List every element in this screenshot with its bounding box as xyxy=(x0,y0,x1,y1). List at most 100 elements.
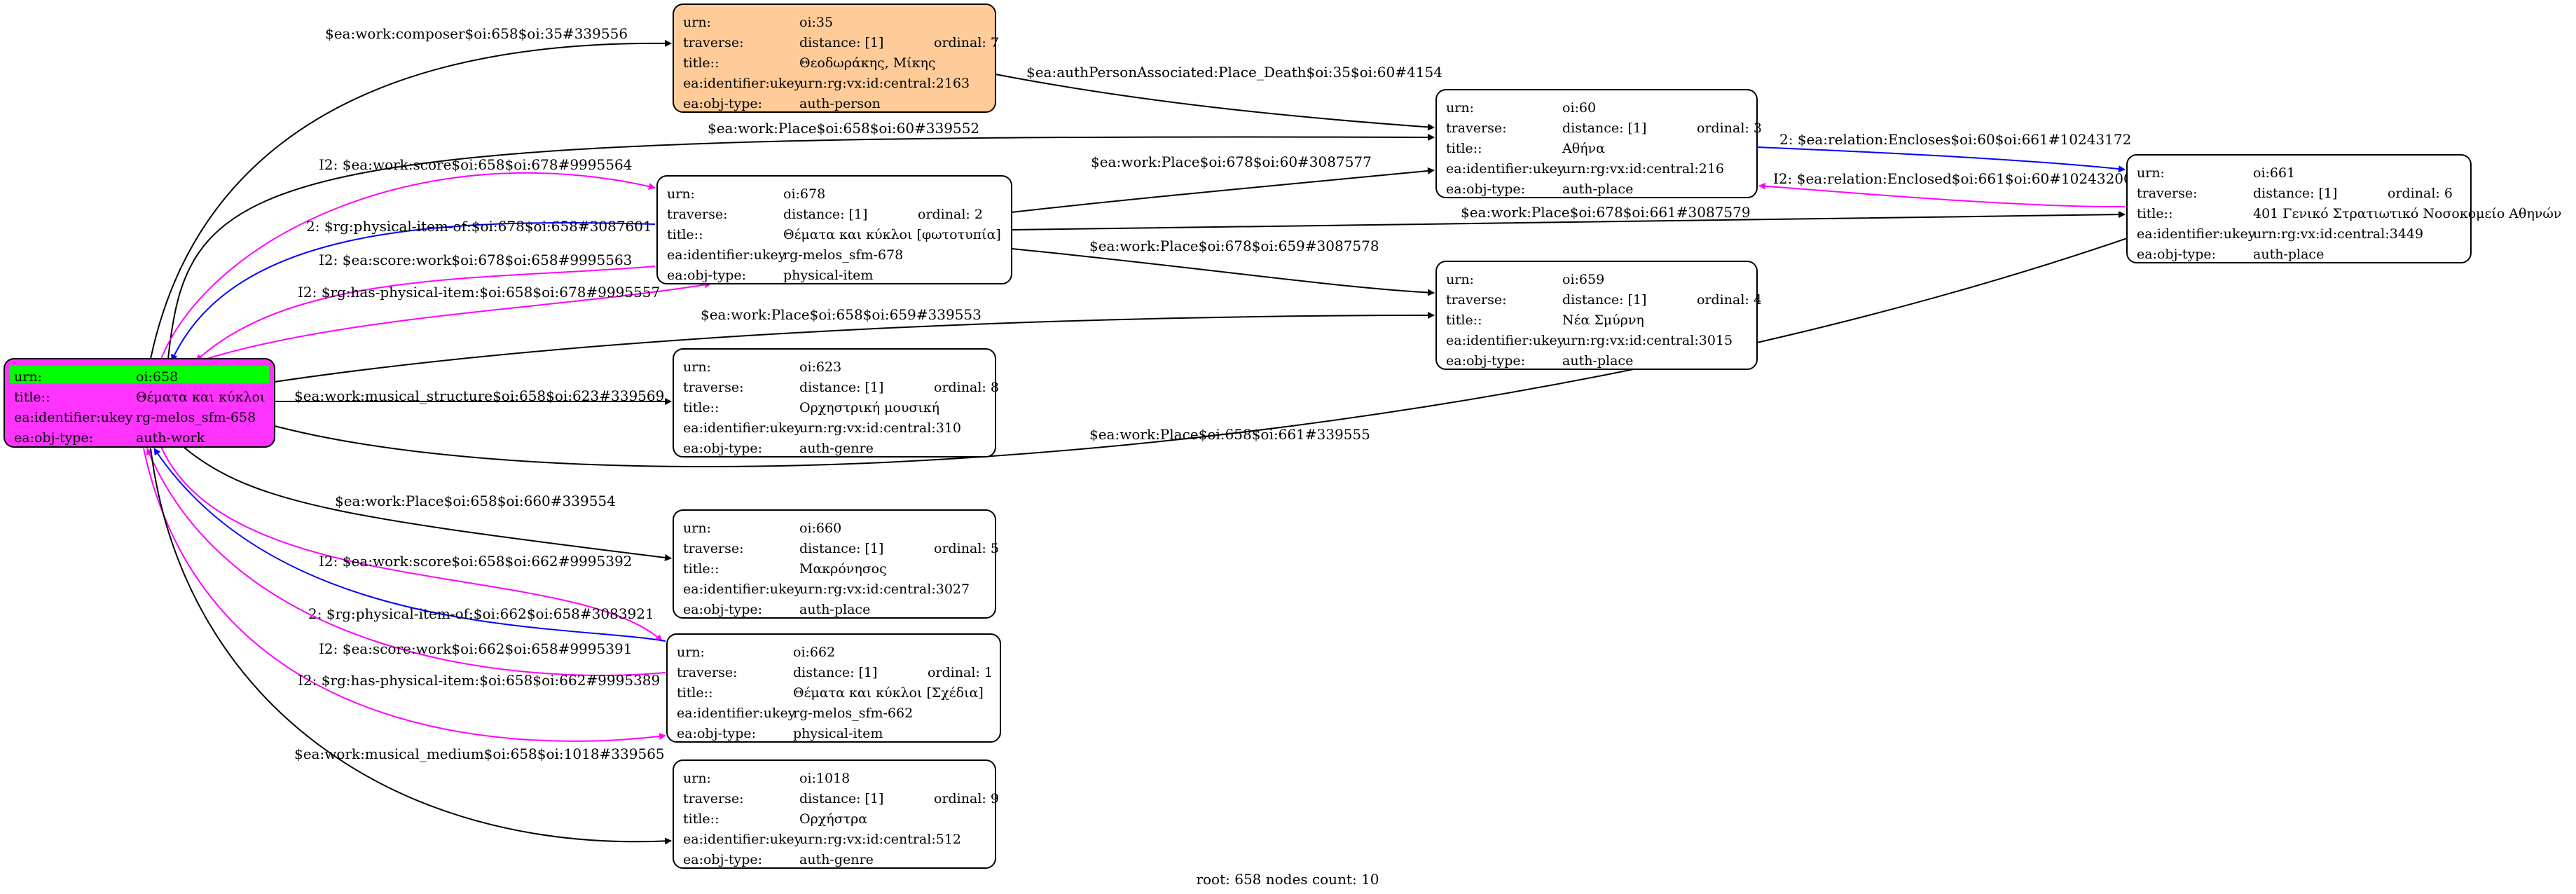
row-value: Θέματα και κύκλοι [Σχέδια] xyxy=(793,685,984,701)
row-value: physical-item xyxy=(783,268,873,283)
edge-path xyxy=(195,266,656,362)
node-row: traverse:distance: [1]ordinal: 3 xyxy=(1446,121,1762,136)
row-key: ea:identifier:ukey xyxy=(1446,161,1565,177)
node-row: traverse:distance: [1]ordinal: 9 xyxy=(683,791,999,806)
edge-label: 2: $ea:relation:Encloses$oi:60$oi:661#10… xyxy=(1779,131,2131,148)
node-box xyxy=(1435,89,1758,198)
row-value: oi:662 xyxy=(793,645,835,660)
row-key: urn: xyxy=(683,521,711,536)
row-key: ea:obj-type: xyxy=(14,430,93,446)
node-row: title::Θεοδωράκης, Μίκης xyxy=(683,55,936,71)
row-value: oi:660 xyxy=(799,521,841,536)
row-key: traverse: xyxy=(667,207,728,222)
node-row: ea:identifier:ukeyurn:rg:vx:id:central:3… xyxy=(2137,226,2423,242)
edge-path xyxy=(1756,146,2126,173)
row-value: oi:658 xyxy=(136,369,178,385)
edge: 2: $rg:physical-item-of:$oi:662$oi:658#3… xyxy=(153,448,666,642)
node-row: title::Θέματα και κύκλοι [φωτοτυπία] xyxy=(667,227,1001,242)
node-row: title::Νέα Σμύρνη xyxy=(1446,312,1644,328)
edge-path xyxy=(153,448,666,642)
row-value: 401 Γενικό Στρατιωτικό Νοσοκομείο Αθηνών xyxy=(2253,206,2561,221)
edge-path xyxy=(274,212,2197,468)
row-key: ea:identifier:ukey xyxy=(1446,333,1565,348)
node-box xyxy=(1435,261,1758,370)
row-value: ordinal: 6 xyxy=(2388,186,2453,201)
row-key: title:: xyxy=(683,811,719,827)
node-row: ea:obj-type:physical-item xyxy=(677,726,883,741)
node-row: ea:identifier:ukeyurn:rg:vx:id:central:3… xyxy=(683,420,961,436)
node-row: title::401 Γενικό Στρατιωτικό Νοσοκομείο… xyxy=(2137,206,2561,221)
node-row: ea:obj-type:auth-place xyxy=(1446,353,1633,369)
edge: $ea:work:composer$oi:658$oi:35#339556 xyxy=(150,25,672,359)
row-value: oi:678 xyxy=(783,186,825,202)
node-row: urn:oi:661 xyxy=(2137,165,2295,181)
row-value: distance: [1] xyxy=(799,791,883,806)
row-value: distance: [1] xyxy=(793,665,877,680)
row-key: title:: xyxy=(1446,141,1482,156)
row-value: auth-genre xyxy=(799,441,874,456)
row-key: ea:identifier:ukey xyxy=(667,247,786,263)
edge-label: $ea:work:Place$oi:678$oi:659#3087578 xyxy=(1089,238,1379,254)
row-value: urn:rg:vx:id:central:3449 xyxy=(2253,226,2423,242)
node-oi659[interactable]: urn:oi:659 traverse:distance: [1]ordinal:… xyxy=(1435,261,1762,370)
row-key: ea:obj-type: xyxy=(2137,247,2216,262)
edge-label: $ea:work:composer$oi:658$oi:35#339556 xyxy=(325,25,628,42)
row-value: distance: [1] xyxy=(799,35,883,50)
edge-label: I2: $ea:relation:Enclosed$oi:661$oi:60#1… xyxy=(1773,170,2133,187)
edge-label: I2: $rg:has-physical-item:$oi:658$oi:662… xyxy=(298,672,660,689)
node-row: urn: oi:660 xyxy=(683,521,841,536)
row-key: ea:obj-type: xyxy=(667,268,746,283)
row-key: ea:identifier:ukey xyxy=(683,76,802,91)
edge-path xyxy=(183,446,672,561)
row-key: traverse: xyxy=(683,791,744,806)
edge: 2: $rg:physical-item-of:$oi:678$oi:658#3… xyxy=(171,218,656,362)
node-row: traverse:distance: [1]ordinal: 4 xyxy=(1446,292,1762,308)
row-value: auth-place xyxy=(799,602,870,617)
edge-label: I2: $ea:work:score$oi:658$oi:662#9995392 xyxy=(319,553,632,570)
edge-path xyxy=(150,448,672,845)
node-row: title::Ορχηστρική μουσική xyxy=(683,400,939,415)
node-row: traverse:distance: [1]ordinal: 8 xyxy=(683,380,999,395)
node-row: traverse:distance: [1]ordinal: 1 xyxy=(677,665,993,680)
row-key: ea:identifier:ukey xyxy=(677,706,796,721)
row-key: title:: xyxy=(2137,206,2172,221)
edge: $ea:work:Place$oi:678$oi:60#3087577 xyxy=(1011,153,1435,213)
edge-label: 2: $rg:physical-item-of:$oi:662$oi:658#3… xyxy=(308,605,654,622)
edge: I2: $rg:has-physical-item:$oi:658$oi:678… xyxy=(206,281,712,359)
edge-label: $ea:work:musical_medium$oi:658$oi:1018#3… xyxy=(294,745,665,762)
node-box xyxy=(2126,154,2472,263)
row-value: ordinal: 7 xyxy=(934,35,999,50)
edge: I2: $ea:score:work$oi:678$oi:658#9995563 xyxy=(195,252,656,362)
row-value: urn:rg:vx:id:central:3015 xyxy=(1562,333,1733,348)
node-oi661[interactable]: urn:oi:661 traverse:distance: [1]ordinal:… xyxy=(2126,154,2561,263)
row-key: ea:obj-type: xyxy=(683,96,762,111)
row-value: Θέματα και κύκλοι [φωτοτυπία] xyxy=(783,227,1001,242)
node-box xyxy=(656,175,1012,284)
row-value: auth-place xyxy=(1562,353,1633,369)
row-value: urn:rg:vx:id:central:216 xyxy=(1562,161,1724,177)
row-key: ea:identifier:ukey xyxy=(683,832,802,847)
edge: I2: $ea:work:score$oi:658$oi:678#9995564 xyxy=(160,156,656,359)
row-key: title:: xyxy=(677,685,712,701)
root-highlight xyxy=(10,366,269,383)
node-row: urn:oi:662 xyxy=(677,645,835,660)
edge: $ea:work:Place$oi:658$oi:660#339554 xyxy=(183,446,672,561)
node-row: traverse:distance: [1]ordinal: 6 xyxy=(2137,186,2453,201)
row-value: oi:623 xyxy=(799,359,841,375)
node-row: title::Θέματα και κύκλοι xyxy=(14,390,265,405)
node-row: urn:oi:659 xyxy=(1446,272,1604,287)
row-value: ordinal: 3 xyxy=(1697,121,1762,136)
row-key: traverse: xyxy=(1446,121,1507,136)
row-value: distance: [1] xyxy=(1562,292,1646,308)
edge-path xyxy=(150,39,672,359)
node-oi662[interactable]: urn:oi:662 traverse:distance: [1]ordinal:… xyxy=(666,633,1001,743)
edge: $ea:work:Place$oi:678$oi:661#3087579 xyxy=(1011,204,2126,231)
row-value: urn:rg:vx:id:central:310 xyxy=(799,420,961,436)
